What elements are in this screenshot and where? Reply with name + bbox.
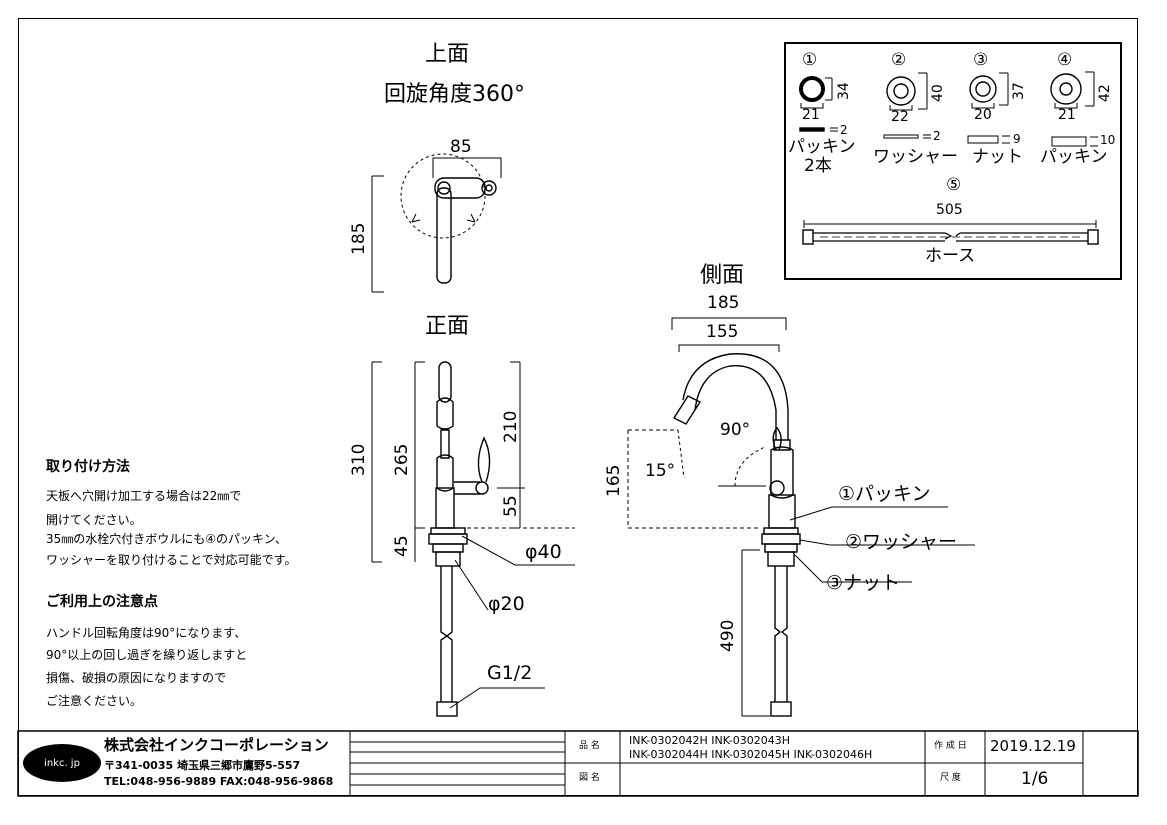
side-view-drawing bbox=[627, 317, 975, 717]
scale-label: 尺 度 bbox=[940, 773, 961, 783]
callout-nut: ③ナット bbox=[826, 572, 901, 594]
part1-number: ① bbox=[802, 50, 818, 70]
company-logo: inkc. jp bbox=[23, 744, 101, 782]
top-dim-width: 85 bbox=[450, 137, 472, 157]
side-dim-spout-height: 165 bbox=[604, 464, 624, 497]
caution-line: ハンドル回転角度は90°になります、 bbox=[46, 626, 247, 640]
install-title: 取り付け方法 bbox=[46, 459, 130, 475]
front-view-drawing bbox=[371, 361, 575, 717]
top-view-title: 上面 bbox=[425, 42, 470, 67]
part5-name: ホース bbox=[925, 246, 976, 266]
part2-height: 40 bbox=[930, 84, 946, 102]
parts-box bbox=[784, 42, 1122, 280]
front-dim-base: 45 bbox=[392, 535, 412, 557]
front-dim-upper: 210 bbox=[501, 410, 521, 443]
scale-value: 1/6 bbox=[1021, 769, 1049, 789]
company-name: 株式会社インクコーポレーション bbox=[104, 736, 329, 754]
part1-qty: 2本 bbox=[804, 156, 832, 176]
product-models-line2: INK-0302044H INK-0302045H INK-0302046H bbox=[629, 748, 873, 761]
callout-washer: ②ワッシャー bbox=[845, 531, 958, 553]
top-view-rotation-label: 回旋角度360° bbox=[384, 82, 525, 107]
part3-thickness: 9 bbox=[1013, 132, 1021, 146]
part4-height: 42 bbox=[1097, 84, 1113, 102]
part3-diameter: 20 bbox=[974, 107, 992, 123]
front-view-title: 正面 bbox=[425, 314, 470, 339]
top-dim-length: 185 bbox=[349, 222, 369, 255]
company-phone: TEL:048-956-9889 FAX:048-956-9868 bbox=[104, 775, 334, 788]
front-phi40-label: φ40 bbox=[525, 541, 562, 563]
side-view-title: 側面 bbox=[700, 263, 745, 288]
product-name-label: 品 名 bbox=[579, 741, 600, 751]
part2-diameter: 22 bbox=[891, 109, 909, 125]
top-view-drawing bbox=[371, 153, 502, 293]
part2-thickness: 2 bbox=[933, 129, 941, 143]
part3-name: ナット bbox=[972, 147, 1023, 167]
front-dim-total: 310 bbox=[349, 443, 369, 476]
part1-name: パッキン bbox=[788, 137, 856, 157]
part1-diameter: 21 bbox=[802, 107, 820, 123]
parts-drawing bbox=[799, 71, 1099, 245]
front-dim-handle: 55 bbox=[501, 495, 521, 517]
front-phi20-label: φ20 bbox=[488, 593, 525, 615]
caution-line: 損傷、破損の原因になりますので bbox=[46, 671, 227, 685]
install-line: 天板へ穴開け加工する場合は22㎜で bbox=[46, 489, 242, 503]
part3-number: ③ bbox=[973, 50, 989, 70]
install-line: 35㎜の水栓穴付きボウルにも④のパッキン、 bbox=[46, 532, 287, 546]
front-thread-label: G1/2 bbox=[487, 662, 533, 684]
date-label: 作 成 日 bbox=[934, 741, 967, 751]
part4-name: パッキン bbox=[1040, 147, 1108, 167]
product-models-line1: INK-0302042H INK-0302043H bbox=[629, 734, 791, 747]
part2-number: ② bbox=[891, 50, 907, 70]
part5-number: ⑤ bbox=[946, 175, 962, 195]
part3-height: 37 bbox=[1011, 82, 1027, 100]
caution-line: 90°以上の回し過ぎを繰り返しますと bbox=[46, 648, 248, 662]
side-dim-reach-outer: 185 bbox=[707, 293, 740, 313]
part4-thickness: 10 bbox=[1100, 133, 1116, 147]
install-line: ワッシャーを取り付けることで対応可能です。 bbox=[46, 553, 297, 567]
side-angle-handle: 90° bbox=[720, 420, 751, 440]
caution-title: ご利用上の注意点 bbox=[46, 594, 158, 610]
drawing-name-label: 図 名 bbox=[579, 773, 600, 783]
title-block-lines bbox=[17, 730, 1139, 797]
side-dim-reach-inner: 155 bbox=[706, 322, 739, 342]
part4-diameter: 21 bbox=[1058, 107, 1076, 123]
install-line: 開けてください。 bbox=[46, 513, 142, 527]
creation-date: 2019.12.19 bbox=[990, 737, 1076, 755]
part4-number: ④ bbox=[1057, 50, 1073, 70]
side-angle-spout: 15° bbox=[645, 461, 676, 481]
part1-height: 34 bbox=[836, 82, 852, 100]
part1-thickness: 2 bbox=[840, 123, 848, 137]
part2-name: ワッシャー bbox=[873, 147, 958, 167]
front-dim-mid: 265 bbox=[392, 443, 412, 476]
part5-length: 505 bbox=[936, 202, 963, 218]
caution-line: ご注意ください。 bbox=[46, 694, 143, 708]
callout-packing: ①パッキン bbox=[838, 483, 931, 505]
company-address: 〒341-0035 埼玉県三郷市鷹野5-557 bbox=[104, 759, 301, 772]
side-dim-hose: 490 bbox=[718, 619, 738, 652]
